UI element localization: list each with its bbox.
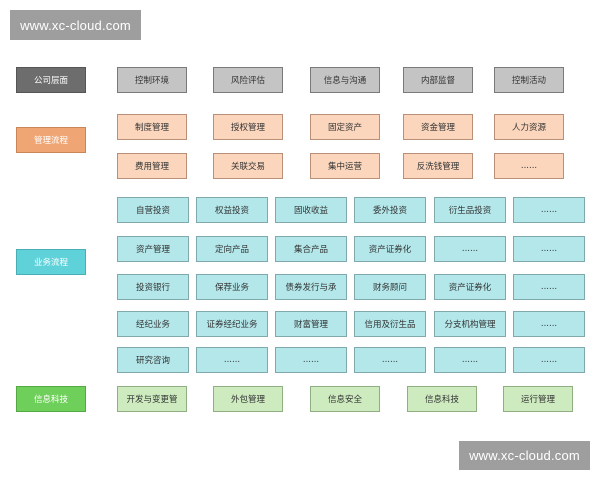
business-item: 委外投资 (354, 197, 426, 223)
business-item: 分支机构管理 (434, 311, 506, 337)
it-item: 外包管理 (213, 386, 283, 412)
business-item: ...... (434, 236, 506, 262)
it-item: 开发与变更管 (117, 386, 187, 412)
business-item: 保荐业务 (196, 274, 268, 300)
business-item: 资产管理 (117, 236, 189, 262)
business-item: ...... (513, 347, 585, 373)
watermark-top: www.xc-cloud.com (10, 10, 141, 40)
company-item: 控制环境 (117, 67, 187, 93)
business-item: 资产证券化 (434, 274, 506, 300)
management-item: 关联交易 (213, 153, 283, 179)
company-item: 内部监督 (403, 67, 473, 93)
business-item: ...... (354, 347, 426, 373)
category-management-process: 管理流程 (16, 127, 86, 153)
business-item: 衍生品投资 (434, 197, 506, 223)
business-item: 固收收益 (275, 197, 347, 223)
business-item: 经纪业务 (117, 311, 189, 337)
business-item: ...... (434, 347, 506, 373)
business-item: 权益投资 (196, 197, 268, 223)
business-item: ...... (513, 311, 585, 337)
category-business-process: 业务流程 (16, 249, 86, 275)
business-item: ...... (513, 197, 585, 223)
it-item: 信息安全 (310, 386, 380, 412)
business-item: 自营投资 (117, 197, 189, 223)
watermark-bottom: www.xc-cloud.com (459, 441, 590, 470)
business-item: 研究咨询 (117, 347, 189, 373)
management-item: 反洗钱管理 (403, 153, 473, 179)
management-item: 资金管理 (403, 114, 473, 140)
company-item: 风险评估 (213, 67, 283, 93)
management-item: 人力资源 (494, 114, 564, 140)
company-item: 控制活动 (494, 67, 564, 93)
management-item: 固定资产 (310, 114, 380, 140)
business-item: 信用及衍生品 (354, 311, 426, 337)
management-item: 集中运营 (310, 153, 380, 179)
category-information-technology: 信息科技 (16, 386, 86, 412)
business-item: 财务顾问 (354, 274, 426, 300)
management-item: ...... (494, 153, 564, 179)
business-item: 集合产品 (275, 236, 347, 262)
it-item: 信息科技 (407, 386, 477, 412)
business-item: ...... (513, 274, 585, 300)
business-item: ...... (196, 347, 268, 373)
business-item: 财富管理 (275, 311, 347, 337)
business-item: 证券经纪业务 (196, 311, 268, 337)
company-item: 信息与沟通 (310, 67, 380, 93)
category-company-level: 公司层面 (16, 67, 86, 93)
business-item: 定向产品 (196, 236, 268, 262)
it-item: 运行管理 (503, 386, 573, 412)
business-item: 投资银行 (117, 274, 189, 300)
business-item: ...... (275, 347, 347, 373)
management-item: 费用管理 (117, 153, 187, 179)
business-item: 资产证券化 (354, 236, 426, 262)
business-item: ...... (513, 236, 585, 262)
management-item: 授权管理 (213, 114, 283, 140)
business-item: 债券发行与承 (275, 274, 347, 300)
management-item: 制度管理 (117, 114, 187, 140)
